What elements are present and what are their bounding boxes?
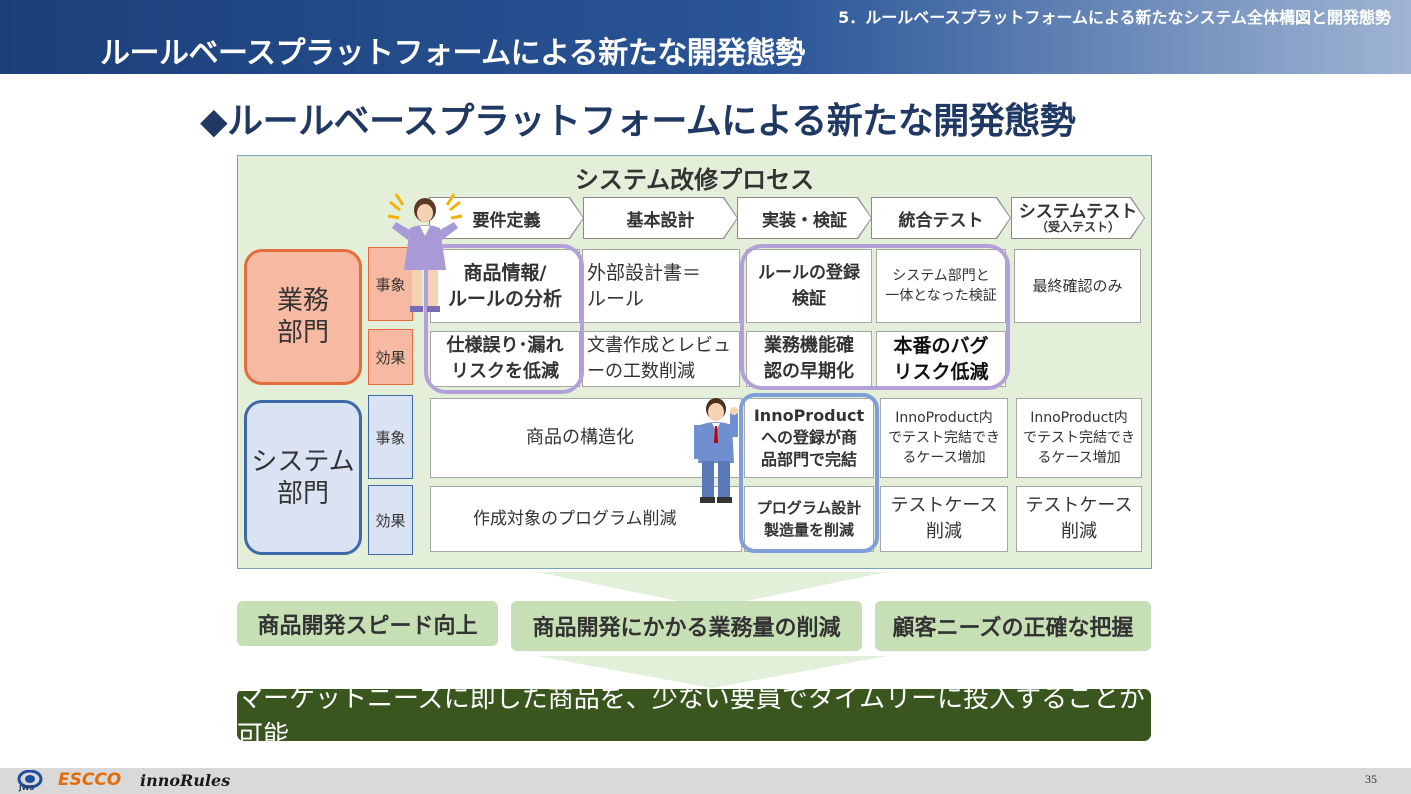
phase-label: 実装・検証	[762, 210, 847, 231]
phase-sublabel: （受入テスト）	[1035, 219, 1120, 234]
result-speed: 商品開発スピード向上	[237, 601, 498, 646]
system-event-cell: InnoProduct内 でテスト完結でき るケース増加	[880, 398, 1008, 478]
funnel-arrow-top	[537, 572, 887, 608]
footer-bar	[0, 768, 1411, 794]
jws-logo-text: JWS	[19, 784, 35, 792]
businesswoman-icon	[387, 193, 463, 312]
business-dept-box: 業務 部門	[244, 249, 362, 385]
business-event-cell: 最終確認のみ	[1014, 249, 1141, 323]
system-event-cell: InnoProduct への登録が商 品部門で完結	[744, 398, 874, 478]
business-effect-cell: 本番のバグ リスク低減	[876, 331, 1006, 387]
escco-logo: ESCCO	[58, 770, 122, 790]
business-effect-cell: 仕様誤り･漏れ リスクを低減	[430, 331, 580, 387]
business-effect-cell: 業務機能確 認の早期化	[746, 331, 872, 387]
innorules-logo: innoRules	[140, 771, 231, 790]
highlight-ring-implementation	[740, 244, 1010, 390]
business-event-cell: ルールの登録 検証	[746, 249, 872, 323]
section-subtitle: 5．ルールベースプラットフォームによる新たなシステム全体構図と開発態勢	[838, 8, 1391, 27]
page-number: 35	[1365, 772, 1377, 786]
phase-basic-design: 基本設計	[584, 198, 737, 238]
result-customer-needs: 顧客ニーズの正確な把握	[875, 601, 1151, 651]
business-event-cell: 商品情報/ ルールの分析	[430, 249, 580, 323]
conclusion-banner: マーケットニーズに即した商品を、少ない要員でタイムリーに投入することが可能	[237, 684, 1151, 751]
highlight-ring-innoproduct	[739, 393, 879, 553]
system-event-cell: 商品の構造化	[430, 398, 742, 478]
phase-integration-test: 統合テスト	[872, 198, 1010, 238]
funnel-arrow-bottom	[537, 656, 887, 688]
system-effect-cell: テストケース 削減	[1016, 486, 1142, 552]
system-effect-cell: テストケース 削減	[880, 486, 1008, 552]
phase-implementation: 実装・検証	[738, 198, 871, 238]
business-event-cell: システム部門と 一体となった検証	[876, 249, 1006, 323]
phase-label: 要件定義	[472, 210, 541, 231]
phase-label: 統合テスト	[898, 210, 984, 231]
business-effect-label: 効果	[368, 329, 413, 385]
header-title: ルールベースプラットフォームによる新たな開発態勢	[100, 36, 805, 71]
process-title: システム改修プロセス	[574, 166, 815, 194]
jws-logo	[17, 770, 43, 789]
result-workload: 商品開発にかかる業務量の削減	[511, 601, 862, 651]
phase-requirements: 要件定義	[430, 198, 583, 238]
phase-system-test: システムテスト （受入テスト）	[1012, 198, 1144, 238]
system-effect-cell: 作成対象のプログラム削減	[430, 486, 742, 552]
system-event-label: 事象	[368, 395, 413, 479]
system-effect-cell: プログラム設計 製造量を削減	[744, 486, 874, 552]
businessman-icon	[694, 398, 738, 503]
header-bar	[0, 0, 1411, 74]
page-title: ◆ルールベースプラットフォームによる新たな開発態勢	[200, 101, 1076, 142]
system-event-cell: InnoProduct内 でテスト完結でき るケース増加	[1016, 398, 1142, 478]
business-event-cell: 外部設計書＝ ルール	[582, 249, 740, 323]
business-effect-cell: 文書作成とレビュ ーの工数削減	[582, 331, 740, 387]
phase-label: システムテスト	[1018, 201, 1138, 222]
highlight-ring-requirements	[424, 244, 584, 394]
system-dept-box: システム 部門	[244, 400, 362, 555]
phase-label: 基本設計	[626, 210, 695, 231]
system-effect-label: 効果	[368, 485, 413, 555]
